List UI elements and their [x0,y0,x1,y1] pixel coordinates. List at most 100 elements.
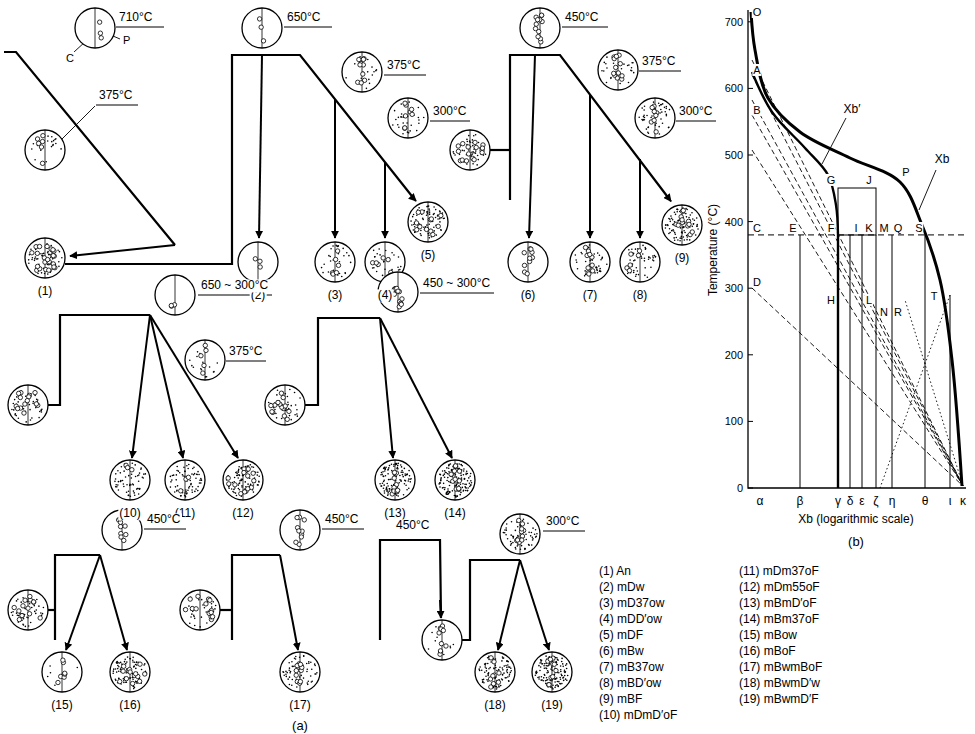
carbide-dot [391,463,393,465]
carbide-dot [238,488,240,490]
carbide-dot [472,163,474,165]
carbide-dot [330,248,332,250]
carbide-dot [690,214,692,216]
precipitate [125,465,129,469]
circle-outline [265,385,305,425]
precipitate [439,213,443,217]
carbide-dot [398,117,400,119]
grain-boundary [470,130,471,170]
carbide-dot [516,545,518,547]
carbide-dot [644,275,646,277]
precipitate [480,146,484,150]
carbide-dot [442,470,444,472]
carbide-dot [184,471,186,473]
carbide-dot [647,277,649,279]
carbide-dot [172,475,174,477]
precipitate [51,248,55,252]
microstructure-circle [408,202,448,242]
schedule-arrow [498,560,520,650]
carbide-dot [408,487,410,489]
precipitate [276,400,280,404]
carbide-dot [367,71,369,73]
carbide-dot [310,661,312,663]
carbide-dot [655,124,657,126]
precipitate [35,264,39,268]
microstructure-circle [598,50,638,90]
carbide-dot [381,485,383,487]
carbide-dot [289,684,291,686]
carbide-dot [232,482,234,484]
carbide-dot [209,366,211,368]
carbide-dot [129,677,131,679]
carbide-dot [289,415,291,417]
precipitate [628,263,632,267]
carbide-dot [439,218,441,220]
carbide-dot [695,234,697,236]
carbide-dot [471,153,473,155]
precipitate [409,107,413,111]
carbide-dot [287,396,289,398]
precipitate [334,270,338,274]
carbide-dot [314,673,316,675]
precipitate [251,471,255,475]
carbide-dot [412,216,414,218]
carbide-dot [22,624,24,626]
carbide-dot [534,533,536,535]
carbide-dot [194,625,196,627]
carbide-dot [35,256,37,258]
grain-boundary [28,385,29,425]
carbide-dot [515,548,517,550]
carbide-dot [36,609,38,611]
carbide-dot [680,227,682,229]
carbide-dot [600,271,602,273]
carbide-dot [128,495,130,497]
carbide-dot [311,680,313,682]
precipitate [99,36,103,40]
carbide-dot [630,70,632,72]
precipitate [271,410,275,414]
carbide-dot [595,266,597,268]
carbide-dot [646,115,648,117]
carbide-dot [418,122,420,124]
carbide-dot [595,267,597,269]
circle-outline [508,242,548,282]
carbide-dot [133,492,135,494]
carbide-dot [470,480,472,482]
carbide-dot [449,485,451,487]
carbide-dot [36,599,38,601]
carbide-dot [135,476,137,478]
carbide-dot [465,474,467,476]
carbide-dot [382,471,384,473]
carbide-dot [192,468,194,470]
carbide-dot [429,212,431,214]
carbide-dot [439,221,441,223]
carbide-dot [196,356,198,358]
carbide-dot [136,661,138,663]
carbide-dot [201,480,203,482]
carbide-dot [517,526,519,528]
precipitate [209,610,213,614]
precipitate [227,482,231,486]
carbide-dot [645,248,647,250]
carbide-dot [452,151,454,153]
carbide-dot [445,472,447,474]
carbide-dot [466,470,468,472]
carbide-dot [402,476,404,478]
precipitate [258,265,262,269]
carbide-dot [606,56,608,58]
carbide-dot [383,467,385,469]
carbide-dot [468,477,470,479]
carbide-dot [128,490,130,492]
precipitate [528,256,532,260]
carbide-dot [115,484,117,486]
carbide-dot [429,210,431,212]
carbide-dot [244,481,246,483]
carbide-dot [507,672,509,674]
carbide-dot [291,684,293,686]
carbide-dot [200,478,202,480]
carbide-dot [436,636,438,638]
carbide-dot [641,119,643,121]
carbide-dot [12,611,14,613]
circle-outline [280,510,320,550]
